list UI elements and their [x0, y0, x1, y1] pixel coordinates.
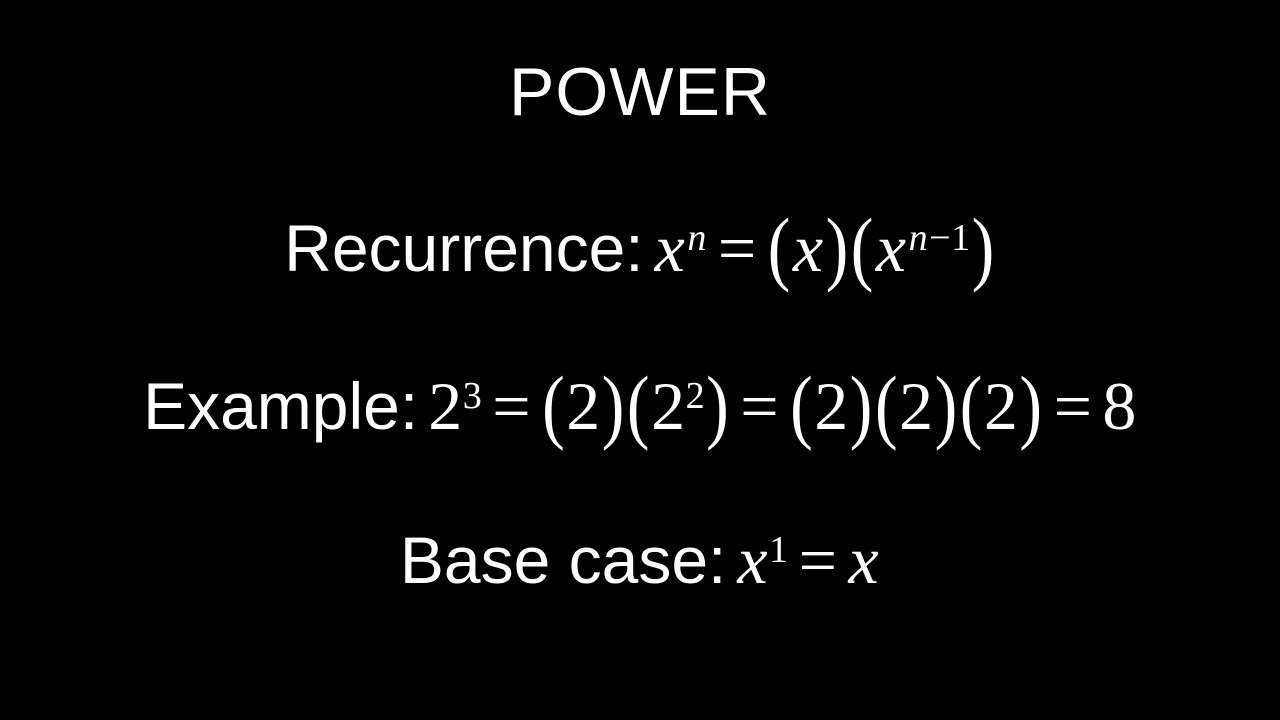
example-label: Example:	[143, 369, 419, 443]
example-open-5: (	[959, 358, 983, 452]
recurrence-factor-2-exponent: n−1	[908, 217, 971, 259]
example-equation: 23=(2)(22)=(2)(2)(2)=8	[428, 363, 1137, 446]
exponent-variable: n	[908, 216, 929, 259]
example-close-5: )	[1019, 358, 1043, 452]
example-base: 2	[428, 368, 463, 444]
example-open-2: (	[626, 358, 651, 452]
example-term-3: 2	[814, 368, 849, 444]
example-line: Example:23=(2)(22)=(2)(2)(2)=8	[0, 363, 1280, 446]
example-term-2-exponent: 2	[686, 375, 706, 417]
example-result: 8	[1102, 368, 1137, 444]
example-exponent-value: 3	[462, 374, 483, 417]
recurrence-exponent: n	[686, 217, 708, 259]
recurrence-equation: xn=(x)(xn−1)	[654, 205, 996, 288]
example-term-2-base: 2	[651, 368, 686, 444]
example-close-3: )	[849, 358, 873, 452]
example-term-4: 2	[899, 368, 934, 444]
recurrence-label: Recurrence:	[284, 211, 644, 285]
open-paren-2: (	[850, 200, 874, 294]
recurrence-factor-1: x	[792, 210, 824, 286]
exponent-number: 1	[951, 216, 971, 259]
example-term-1: 2	[566, 368, 601, 444]
page-title: POWER	[509, 54, 771, 130]
recurrence-equals: =	[717, 210, 757, 286]
example-term-2-exponent-value: 2	[685, 374, 706, 417]
example-open-4: (	[874, 358, 899, 452]
slide-title: POWER	[0, 58, 1280, 126]
recurrence-exponent-value: n	[687, 216, 707, 259]
example-open-3: (	[790, 358, 814, 452]
base-case-equals: =	[798, 522, 838, 598]
base-case-exponent-value: 1	[769, 528, 789, 571]
base-case-line: Base case:x1=x	[0, 526, 1280, 594]
exponent-minus-sign: −	[929, 216, 952, 259]
example-open-1: (	[542, 358, 566, 452]
base-case-exponent: 1	[769, 529, 789, 571]
close-paren-1: )	[825, 200, 849, 294]
example-close-2: )	[706, 358, 730, 452]
recurrence-factor-2-base: x	[875, 210, 907, 286]
example-close-4: )	[934, 358, 958, 452]
base-case-result: x	[848, 522, 880, 598]
base-case-label: Base case:	[399, 523, 727, 597]
example-equals-3: =	[1053, 368, 1093, 444]
example-equals-1: =	[492, 368, 532, 444]
example-equals-2: =	[740, 368, 780, 444]
example-close-1: )	[601, 358, 625, 452]
open-paren-1: (	[767, 200, 791, 294]
recurrence-base: x	[654, 210, 686, 286]
example-exponent: 3	[463, 375, 483, 417]
example-term-5: 2	[983, 368, 1019, 444]
base-case-base: x	[737, 522, 769, 598]
close-paren-2: )	[971, 200, 995, 294]
base-case-equation: x1=x	[736, 522, 880, 598]
recurrence-line: Recurrence:xn=(x)(xn−1)	[0, 205, 1280, 288]
